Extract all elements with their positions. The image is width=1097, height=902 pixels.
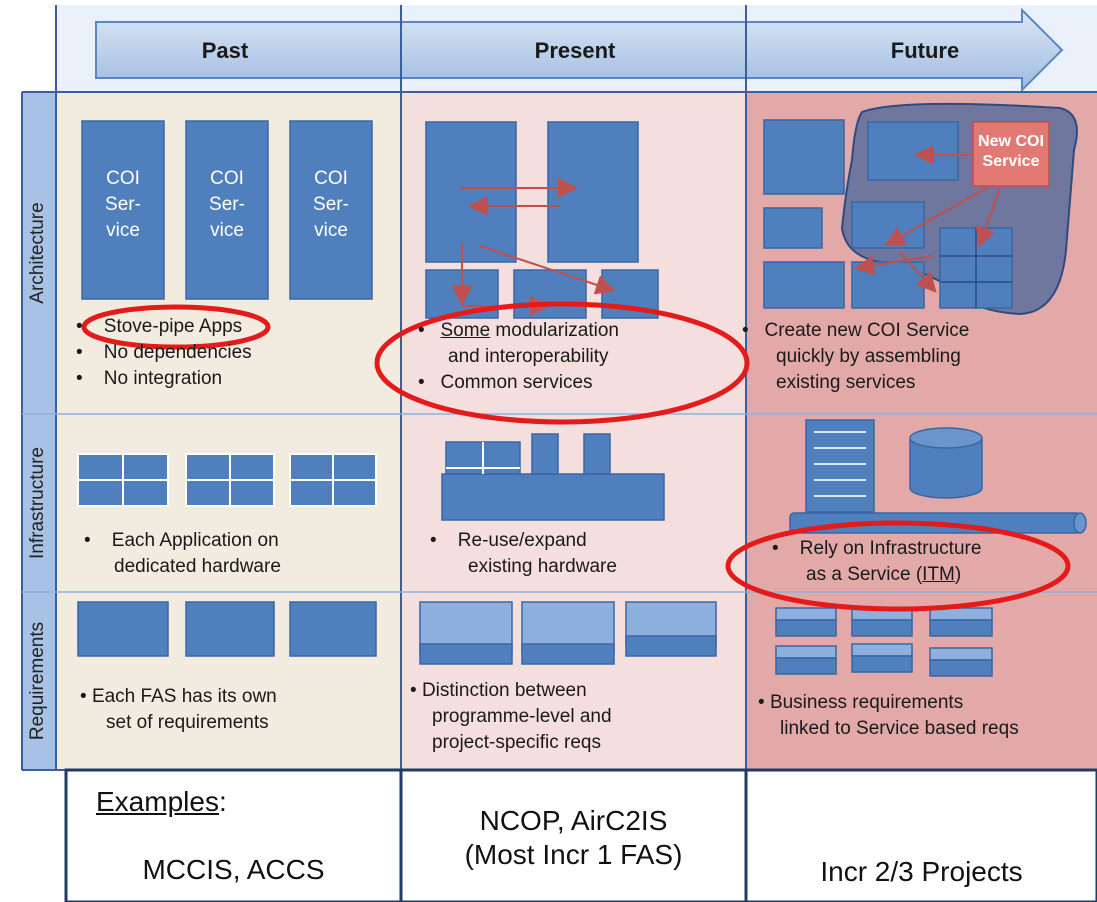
future-infra-text: • Rely on Infrastructure as a Service (I… — [772, 538, 982, 585]
timeline-arrow — [95, 7, 1064, 93]
server-stack-icon — [805, 419, 875, 513]
future-arch-arrows — [854, 145, 1001, 293]
examples-future-box — [744, 768, 1097, 902]
present-req-boxes — [419, 601, 717, 665]
row-label-infrastructure-bg — [22, 414, 56, 592]
bullet-no-integration: • No integration — [76, 368, 223, 389]
present-arch-bullets: • Some modularization and interoperabili… — [418, 320, 619, 393]
grid-lines — [21, 5, 1097, 902]
header-future: Future — [890, 38, 960, 63]
examples-past: MCCIS, ACCS — [142, 854, 325, 885]
present-infra-text: • Re-use/expand existing hardware — [430, 530, 617, 577]
new-coi-service-label: New COI Service — [978, 133, 1044, 170]
header-present: Present — [534, 38, 616, 63]
highlight-ellipses — [81, 301, 1071, 612]
bullet-stove-pipe: • Stove-pipe Apps — [76, 316, 243, 337]
past-infra-text: • Each Application on dedicated hardware — [84, 530, 281, 577]
past-infra-lines — [78, 454, 376, 506]
header-past: Past — [201, 38, 249, 63]
examples-present-box — [399, 768, 748, 902]
bullet-no-dependencies: • No dependencies — [76, 342, 252, 363]
row-label-architecture: Architecture — [27, 202, 48, 304]
row-label-requirements: Requirements — [27, 621, 48, 741]
examples-heading: Examples: — [96, 786, 227, 817]
row-dividers — [22, 413, 1097, 593]
examples-present: NCOP, AirC2IS (Most Incr 1 FAS) — [464, 805, 683, 870]
row-label-requirements-bg — [22, 592, 56, 770]
past-arch-bullets: • Stove-pipe Apps • No dependencies • No… — [76, 314, 396, 392]
present-req-text: • Distinction between programme-level an… — [410, 680, 612, 753]
row-label-infrastructure: Infrastructure — [27, 447, 48, 559]
row-label-architecture-bg — [22, 92, 56, 414]
past-req-boxes — [77, 601, 377, 657]
future-arch-bullets: • Create new COI Service quickly by asse… — [742, 320, 970, 393]
database-icon — [909, 427, 983, 499]
future-req-text: • Business requirements linked to Servic… — [758, 692, 1019, 739]
new-coi-service-box — [972, 121, 1050, 187]
examples-past-box — [64, 768, 403, 902]
past-req-text: • Each FAS has its own set of requiremen… — [80, 686, 277, 733]
coi-boxes — [81, 120, 373, 300]
examples-future: Incr 2/3 Projects — [820, 856, 1023, 887]
